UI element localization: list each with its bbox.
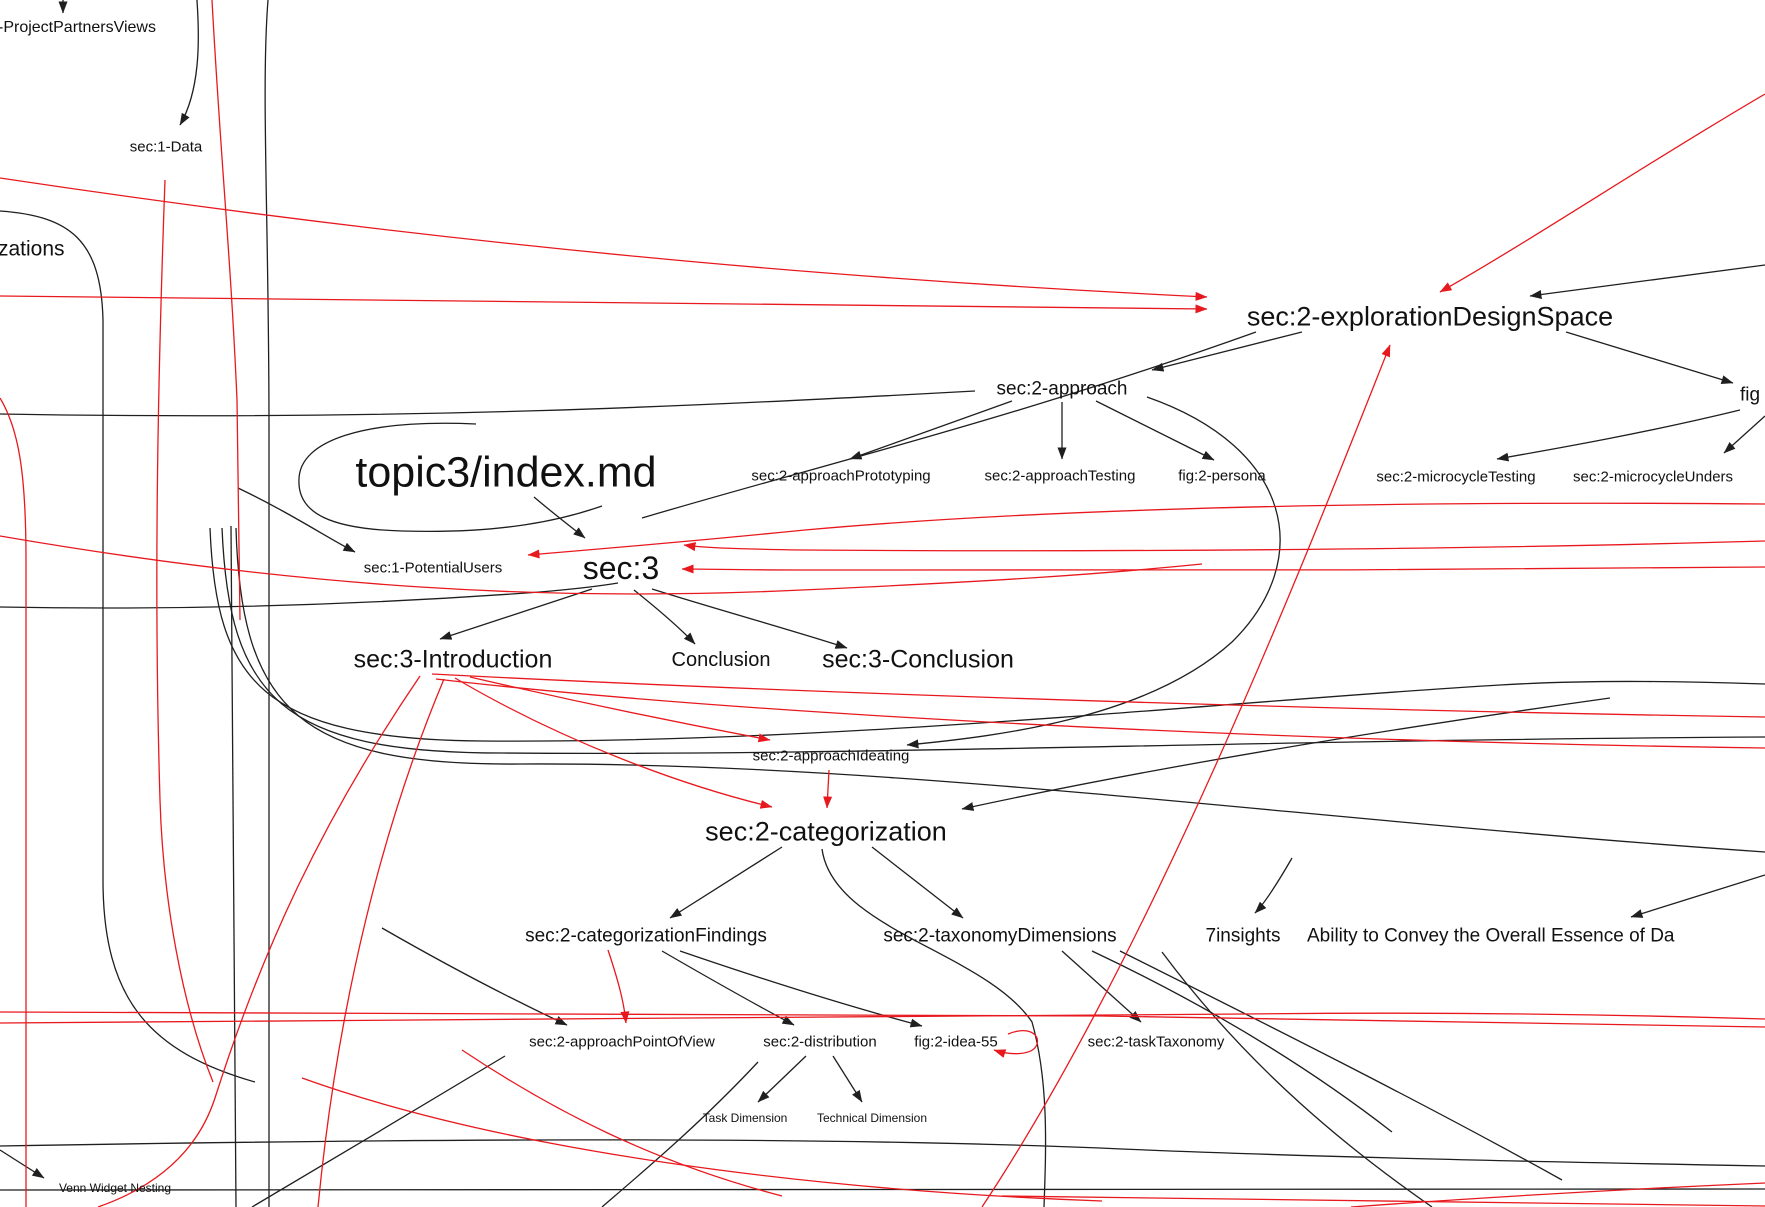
node-project-partners-views[interactable]: -ProjectPartnersViews xyxy=(0,19,156,36)
node-sec2-taxonomy-dimensions[interactable]: sec:2-taxonomyDimensions xyxy=(883,925,1117,947)
edge-black-arrow xyxy=(237,487,356,553)
node-seven-insights[interactable]: 7insights xyxy=(1205,925,1281,947)
edge-red-arrow xyxy=(607,949,630,1024)
node-sec3[interactable]: sec:3 xyxy=(582,550,660,586)
edge-black-arrow xyxy=(533,496,586,539)
edge-black-arrow xyxy=(633,589,696,645)
node-venn-widget-nesting[interactable]: Venn Widget Nesting xyxy=(58,1181,172,1195)
edge-black-arrow xyxy=(849,400,1013,460)
node-sec1-potential-users[interactable]: sec:1-PotentialUsers xyxy=(363,559,503,577)
edge-red-arrow xyxy=(454,677,773,809)
edge-red xyxy=(0,535,1203,595)
edge-red xyxy=(1001,1195,1765,1207)
node-sec2-approach-testing[interactable]: sec:2-approachTesting xyxy=(984,467,1136,485)
edge-black xyxy=(298,422,603,533)
edge-red xyxy=(461,1049,783,1197)
node-sec2-categorization[interactable]: sec:2-categorization xyxy=(705,816,947,847)
node-technical-dimension[interactable]: Technical Dimension xyxy=(816,1111,928,1125)
edge-red xyxy=(301,1077,1103,1202)
node-sec2-microcycle-testing[interactable]: sec:2-microcycleTesting xyxy=(1376,468,1536,486)
edge-black-arrow xyxy=(832,1055,863,1103)
edge-black-arrow xyxy=(1723,415,1765,454)
edge-black-arrow xyxy=(661,950,795,1026)
edge-red-arrow xyxy=(993,1030,1039,1058)
node-conclusion[interactable]: Conclusion xyxy=(671,649,771,671)
edge-black xyxy=(0,1139,1765,1167)
edge-black xyxy=(641,331,1257,519)
edge-red-arrow xyxy=(0,177,1208,301)
edge-black-arrow xyxy=(757,1055,807,1103)
edge-red-arrow xyxy=(1439,93,1765,293)
edge-red-arrow xyxy=(823,769,833,809)
edge-black-arrow xyxy=(679,950,923,1028)
edge-black xyxy=(1119,950,1563,1181)
edge-red-arrow xyxy=(683,540,1765,552)
edge-black xyxy=(235,527,1765,853)
edge-black xyxy=(0,582,619,609)
node-fig-clipped[interactable]: fig xyxy=(1740,384,1761,406)
edge-black-arrow xyxy=(651,588,848,649)
node-task-dimension[interactable]: Task Dimension xyxy=(702,1111,788,1125)
edge-black-arrow xyxy=(0,1149,45,1179)
edge-black-arrow xyxy=(961,697,1611,811)
node-fig2-idea-55[interactable]: fig:2-idea-55 xyxy=(914,1033,998,1051)
edge-red-arrow xyxy=(981,344,1391,1207)
edge-black xyxy=(0,210,256,1083)
edge-red xyxy=(317,678,445,1207)
node-sec2-approach[interactable]: sec:2-approach xyxy=(996,378,1128,400)
node-sec2-distribution[interactable]: sec:2-distribution xyxy=(763,1033,877,1051)
edge-red-arrow xyxy=(0,295,1208,314)
edge-red xyxy=(431,673,1765,718)
edge-black xyxy=(601,1061,759,1207)
edge-black-arrow xyxy=(1061,950,1142,1023)
edge-black xyxy=(264,0,270,1207)
node-sec2-exploration-design-space[interactable]: sec:2-explorationDesignSpace xyxy=(1246,301,1614,332)
edge-red-arrow xyxy=(681,564,1765,574)
edge-red xyxy=(1350,1182,1765,1207)
edge-red xyxy=(435,678,1765,749)
node-sec2-approach-point-of-view[interactable]: sec:2-approachPointOfView xyxy=(529,1033,715,1051)
node-sec2-microcycle-unders[interactable]: sec:2-microcycleUnders xyxy=(1573,468,1734,486)
edge-black-arrow xyxy=(1095,400,1215,461)
edge-black-arrow xyxy=(1630,874,1765,918)
edge-black-arrow xyxy=(439,588,593,640)
edge-red xyxy=(0,397,27,1207)
node-sec2-approach-prototyping[interactable]: sec:2-approachPrototyping xyxy=(751,467,931,485)
edge-black-arrow xyxy=(381,927,568,1026)
edge-black-arrow xyxy=(871,846,964,919)
edge-red-arrow xyxy=(469,676,771,743)
edge-black-arrow xyxy=(1565,331,1734,384)
edge-red xyxy=(211,0,241,621)
node-zations[interactable]: zations xyxy=(0,237,65,261)
edge-black-arrow xyxy=(669,846,783,919)
edge-red xyxy=(97,675,421,1207)
edge-black xyxy=(251,1055,506,1207)
node-topic3-index-md[interactable]: topic3/index.md xyxy=(355,448,657,497)
edge-black xyxy=(221,527,1765,755)
node-sec3-conclusion[interactable]: sec:3-Conclusion xyxy=(822,645,1014,674)
node-fig2-persona[interactable]: fig:2-persona xyxy=(1178,467,1266,485)
node-ability-essence[interactable]: Ability to Convey the Overall Essence of… xyxy=(1307,925,1675,947)
edge-black-arrow xyxy=(1496,409,1741,462)
edge-black xyxy=(0,390,976,417)
edge-red-arrow xyxy=(527,502,1765,559)
edge-black xyxy=(1091,950,1393,1133)
node-sec2-task-taxonomy[interactable]: sec:2-taskTaxonomy xyxy=(1087,1033,1225,1051)
edge-black xyxy=(821,848,1047,1207)
edge-black-arrow xyxy=(906,396,1281,749)
edge-black-arrow xyxy=(1529,264,1765,299)
edge-black xyxy=(0,1187,1765,1191)
edge-black xyxy=(1161,951,1433,1207)
node-sec2-categorization-findings[interactable]: sec:2-categorizationFindings xyxy=(525,925,767,947)
edge-red xyxy=(156,179,214,1083)
edge-black-arrow xyxy=(1254,857,1293,914)
node-sec3-introduction[interactable]: sec:3-Introduction xyxy=(353,645,553,674)
edge-black-arrow xyxy=(179,0,199,126)
node-sec2-approach-ideating[interactable]: sec:2-approachIdeating xyxy=(752,747,910,765)
node-sec1-data[interactable]: sec:1-Data xyxy=(129,138,203,156)
edge-black-arrow xyxy=(1151,331,1303,372)
